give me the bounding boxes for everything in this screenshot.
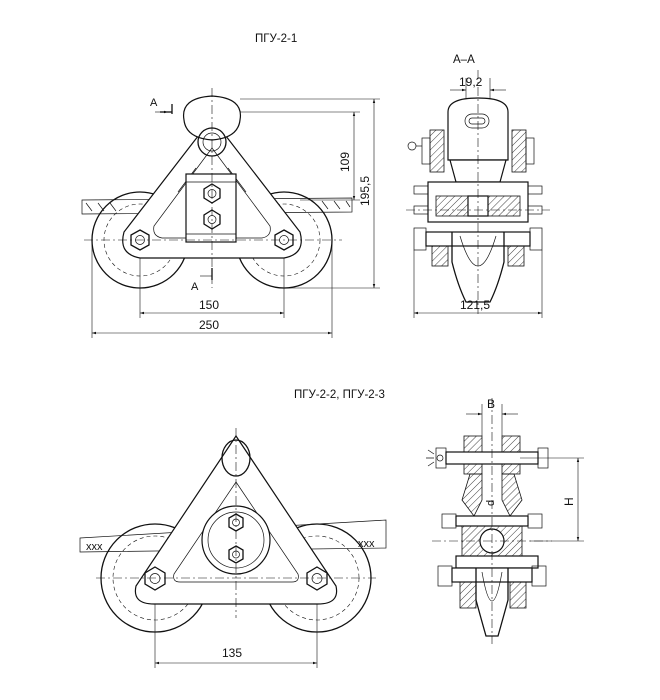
dim-135: 135 [154, 604, 318, 668]
dim-109-text: 109 [338, 152, 352, 172]
section-mark-lower: А [191, 268, 213, 293]
dim-150-text: 150 [199, 298, 219, 312]
dim-109: 109 [240, 111, 360, 201]
dim-150: 150 [139, 258, 285, 318]
dim-b-text: B [487, 397, 495, 411]
top-section-view: 19,2 [406, 70, 550, 318]
dim-d-text: d [485, 500, 497, 506]
dim-h-text: H [562, 497, 576, 506]
rail-mark-right: xxx [358, 538, 375, 550]
dim-121: 121,5 [413, 250, 543, 318]
dim-b: B [466, 397, 518, 436]
section-mark-upper: А [150, 97, 173, 114]
dim-250-text: 250 [199, 318, 219, 332]
dim-h: H [520, 457, 584, 542]
section-title: А–А [453, 54, 475, 66]
dim-195-text: 195,5 [358, 176, 372, 206]
hub-bottom [201, 505, 271, 575]
title-bottom: ПГУ-2-2, ПГУ-2-3 [294, 389, 385, 401]
axle-nut-left-bottom [144, 566, 166, 591]
section-a-top-label: А [150, 97, 158, 109]
bottom-section-view: B d [426, 397, 584, 644]
rail-mark-left: xxx [86, 541, 103, 553]
plate-top [185, 173, 237, 243]
section-a-bottom-label: А [191, 281, 199, 293]
dim-19-text: 19,2 [459, 75, 483, 89]
bottom-front-view: xxx xxx [79, 428, 387, 668]
dim-135-text: 135 [222, 646, 242, 660]
dim-195: 195,5 [240, 98, 380, 289]
title-top: ПГУ-2-1 [255, 33, 297, 45]
dim-121-text: 121,5 [460, 298, 490, 312]
dim-250: 250 [91, 240, 333, 338]
top-front-view: А А 150 250 109 [81, 88, 380, 338]
axle-nut-right-bottom [306, 566, 328, 591]
